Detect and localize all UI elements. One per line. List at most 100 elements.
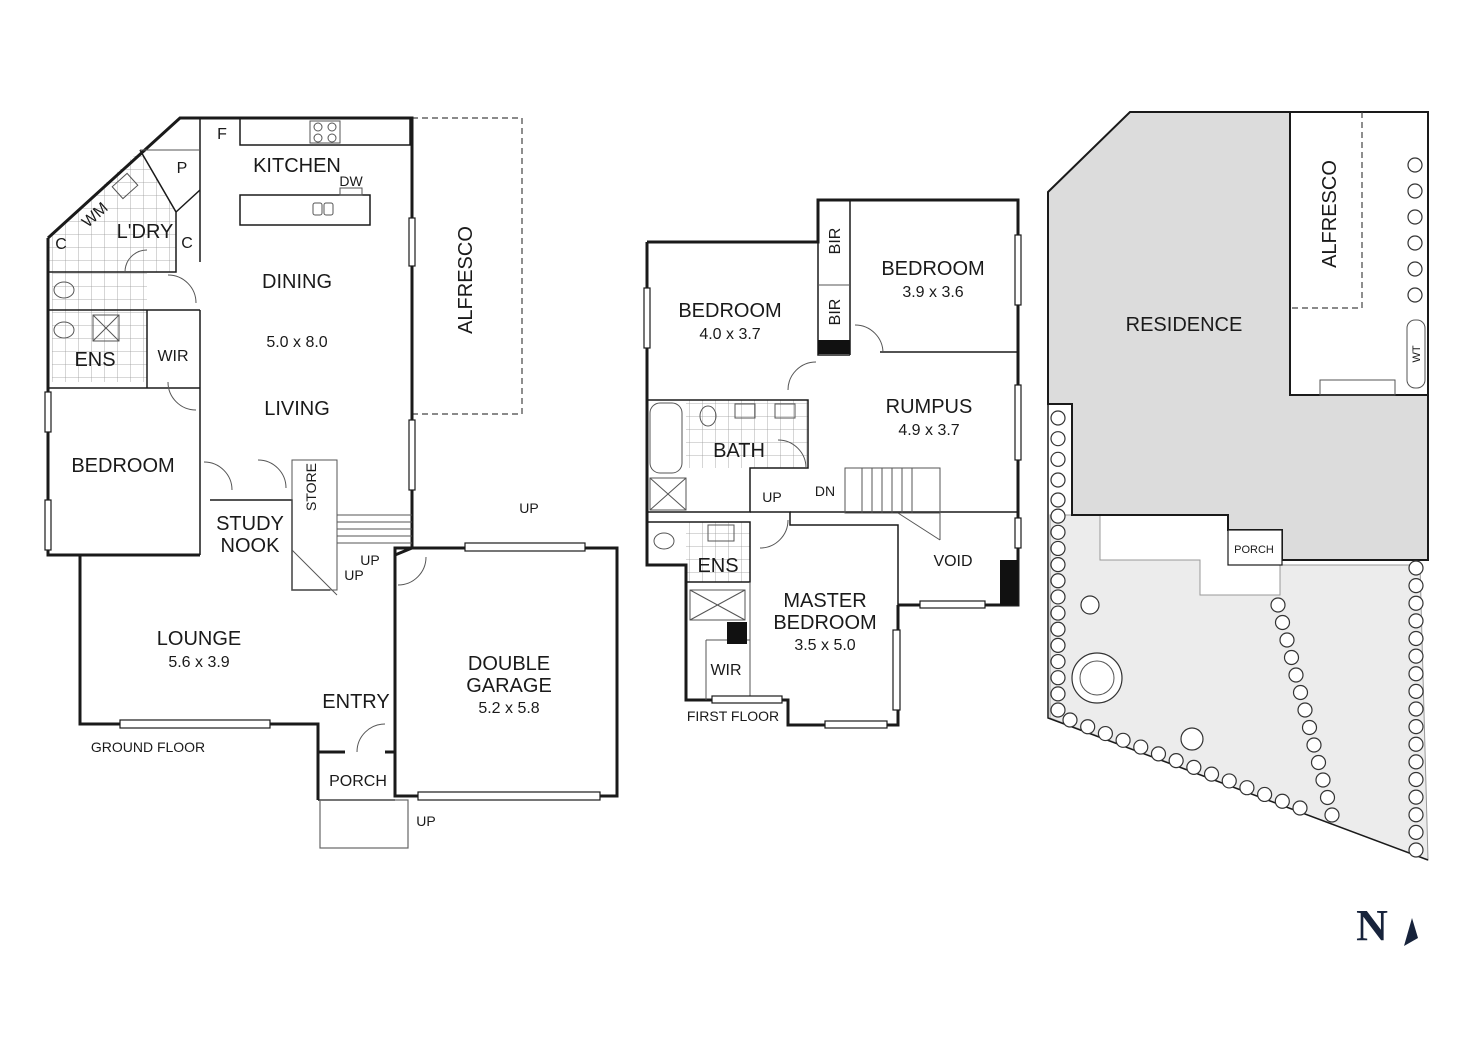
bath-label: BATH <box>713 440 765 462</box>
bedroom-window-2 <box>44 499 52 551</box>
shrub-icon <box>1408 648 1424 664</box>
shrub-icon <box>1203 766 1220 782</box>
shrub-icon <box>1324 807 1340 823</box>
shrub-icon <box>1050 410 1066 426</box>
cooktop-icon <box>309 120 341 144</box>
laundry-label: L'DRY <box>117 221 174 243</box>
shrub-icon <box>1288 667 1304 683</box>
bedroom-label: BEDROOM <box>71 455 174 477</box>
ensuite-label: ENS <box>74 349 115 371</box>
north-arrow-icon <box>1404 918 1418 946</box>
ff-up-label: UP <box>762 489 781 505</box>
shrub-icon <box>1050 589 1066 605</box>
laundry-wall <box>48 149 177 273</box>
shrub-icon <box>1080 719 1096 735</box>
stairs-up-label: UP <box>360 552 379 568</box>
bir-label: BIR <box>827 228 844 255</box>
shrub-icon <box>1050 508 1066 524</box>
shrub-icon <box>1407 261 1423 277</box>
stairs-up-label-2: UP <box>344 567 363 583</box>
shrub-icon <box>1407 157 1423 173</box>
rumpus-dimensions: 4.9 x 3.7 <box>898 422 959 439</box>
toilet-icon <box>53 281 75 299</box>
store-label: STORE <box>303 463 319 511</box>
shrub-icon <box>1050 670 1066 686</box>
porch-label: PORCH <box>329 773 387 790</box>
compass-letter: N <box>1356 901 1388 950</box>
cupboard-label: C <box>55 236 67 253</box>
shrub-icon <box>1050 605 1066 621</box>
shrub-icon <box>1297 702 1313 718</box>
shrub-icon <box>1050 540 1066 557</box>
cupboard-label-2: C <box>181 235 193 252</box>
lounge-dimensions: 5.6 x 3.9 <box>168 654 229 671</box>
door-swing <box>787 361 817 391</box>
kitchen-label: KITCHEN <box>253 155 341 177</box>
bath-tiles <box>686 400 808 468</box>
washing-machine-box <box>111 172 139 200</box>
first-floor-plan: BEDROOM 4.0 x 3.7 BEDROOM 3.9 x 3.6 BIR … <box>643 198 1022 729</box>
bedroom-a-dimensions: 4.0 x 3.7 <box>699 326 760 343</box>
bathtub-icon <box>649 402 683 474</box>
residence-label: RESIDENCE <box>1126 314 1243 336</box>
bedroom-a-wall <box>817 242 850 356</box>
shrub-icon <box>1050 637 1066 653</box>
shrub-icon <box>1408 789 1424 805</box>
shrub-icon <box>1050 451 1066 467</box>
void-bottom-window <box>919 600 986 609</box>
shrub-icon <box>1408 807 1424 823</box>
shrub-icon <box>1407 183 1423 199</box>
shrub-icon <box>1301 719 1318 736</box>
bath-toilet-icon <box>699 405 717 427</box>
shrub-icon <box>1168 753 1184 769</box>
alfresco-window-1 <box>408 217 416 267</box>
shrub-hedges <box>1050 157 1424 858</box>
shrub-icon <box>1097 725 1113 742</box>
bedroom-b-window <box>1014 234 1022 306</box>
shrub-icon <box>1315 772 1331 788</box>
shrub-icon <box>1319 789 1336 806</box>
site-step <box>1319 379 1396 396</box>
shrub-icon <box>1408 630 1424 647</box>
bir-label-2: BIR <box>827 299 844 326</box>
porch-up-label: UP <box>416 813 435 829</box>
door-swing <box>124 249 148 273</box>
master-side-window <box>892 629 901 711</box>
master-label-2: BEDROOM <box>773 612 876 634</box>
bedroom-a-window <box>643 287 651 349</box>
shrub-icon <box>1408 613 1424 629</box>
shrub-icon <box>1407 287 1423 303</box>
door-swing <box>167 274 197 304</box>
garage-top-window <box>464 542 586 552</box>
dishwasher-box <box>339 187 363 196</box>
kitchen-island <box>239 194 371 226</box>
lounge-window <box>119 719 271 729</box>
shower-icon <box>92 314 120 342</box>
rumpus-label: RUMPUS <box>886 396 973 418</box>
shrub-icon <box>1050 621 1066 637</box>
first-floor-caption: FIRST FLOOR <box>687 708 779 724</box>
master-window <box>824 720 888 729</box>
master-top-wall <box>750 511 899 605</box>
shrub-icon <box>1408 736 1424 752</box>
shrub-icon <box>1408 754 1424 770</box>
ff-wir-label: WIR <box>710 662 741 679</box>
study-nook-label-2: NOOK <box>221 535 281 557</box>
garage-label-1: DOUBLE <box>468 653 550 675</box>
bedroom-b-dimensions: 3.9 x 3.6 <box>902 284 963 301</box>
shrub-icon <box>1279 632 1295 648</box>
tree-icon <box>1071 652 1123 704</box>
ground-stairs <box>291 514 412 596</box>
living-label: LIVING <box>264 398 330 420</box>
study-nook-label-1: STUDY <box>216 513 284 535</box>
bedroom-a-label: BEDROOM <box>678 300 781 322</box>
shrub-icon <box>1080 595 1100 615</box>
site-alfresco-outline <box>1292 112 1363 309</box>
bedroom-b-label: BEDROOM <box>881 258 984 280</box>
shrub-icon <box>1408 842 1424 858</box>
void-label: VOID <box>933 553 972 570</box>
shrub-icon <box>1408 578 1424 594</box>
site-porch-box <box>1227 529 1283 566</box>
